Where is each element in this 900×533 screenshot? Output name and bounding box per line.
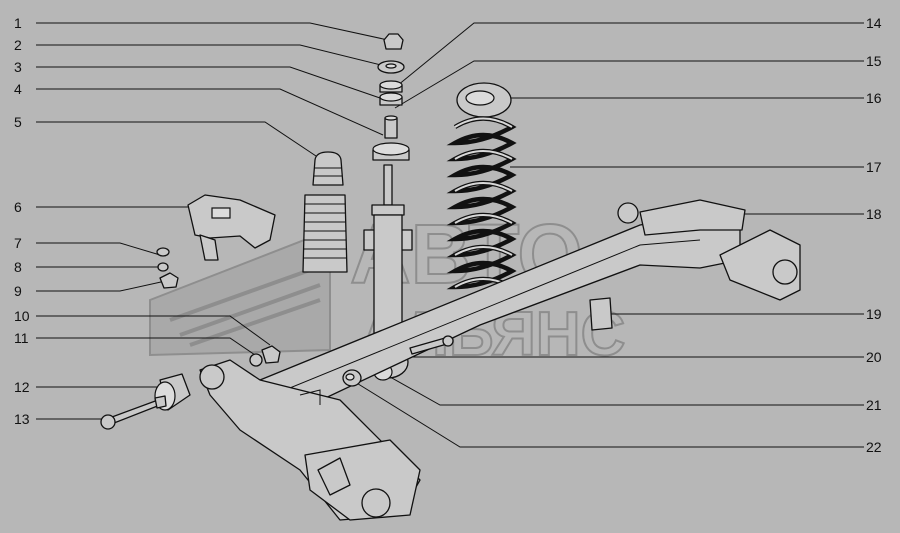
callout-1: 1	[14, 15, 22, 31]
callout-10: 10	[14, 308, 30, 324]
part-4-spacer	[384, 115, 398, 139]
callout-11: 11	[14, 330, 29, 346]
part-trailing-arm	[199, 359, 421, 521]
part-7-8-9-hardware	[156, 247, 179, 289]
callout-20: 20	[866, 349, 882, 365]
leader-lines	[36, 22, 864, 448]
part-14-15-bushings	[379, 80, 403, 106]
callout-8: 8	[14, 259, 22, 275]
callout-9: 9	[14, 283, 22, 299]
callout-21: 21	[866, 397, 882, 413]
callout-5: 5	[14, 114, 22, 130]
callout-6: 6	[14, 199, 22, 215]
callout-16: 16	[866, 90, 882, 106]
part-cup-mount	[372, 142, 410, 161]
part-13-bolt	[100, 395, 167, 430]
callout-15: 15	[866, 53, 882, 69]
part-6-body-bracket	[187, 194, 276, 261]
part-rear-axle-beam	[259, 199, 801, 411]
callout-22: 22	[866, 439, 882, 455]
callout-19: 19	[866, 306, 882, 322]
callout-3: 3	[14, 59, 22, 75]
callout-7: 7	[14, 235, 22, 251]
part-22-bushing	[342, 369, 362, 387]
part-dust-boot	[302, 194, 348, 273]
callout-14: 14	[866, 15, 882, 31]
callout-17: 17	[866, 159, 882, 175]
callout-2: 2	[14, 37, 22, 53]
part-1-nut	[383, 33, 404, 50]
callout-labels: 1 2 3 4 5 6 7 8 9 10 11 12 13 14 15 16 1…	[14, 15, 882, 455]
part-5-bump-stop	[312, 151, 344, 186]
part-17-coil-spring	[446, 82, 517, 306]
callout-18: 18	[866, 206, 882, 222]
part-20-bolt	[409, 335, 454, 355]
part-2-washer	[377, 60, 405, 74]
callout-4: 4	[14, 81, 22, 97]
callout-12: 12	[14, 379, 30, 395]
callout-13: 13	[14, 411, 30, 427]
part-10-11-fasteners	[249, 345, 281, 367]
